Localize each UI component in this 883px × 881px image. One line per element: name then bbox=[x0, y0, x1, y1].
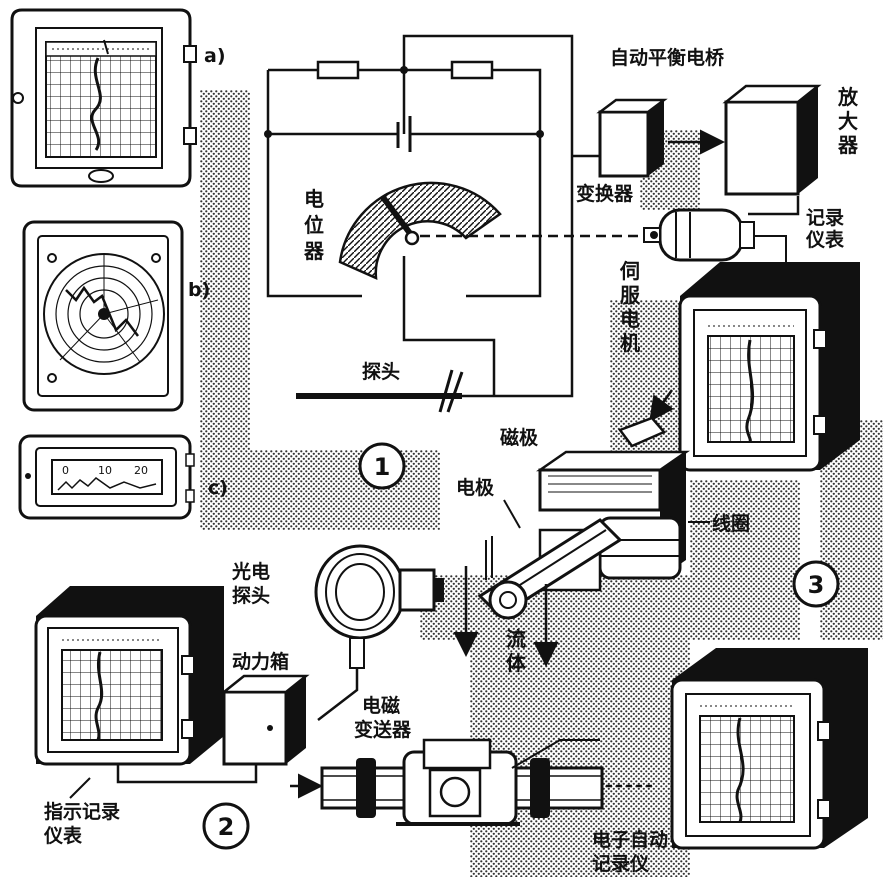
meter-a: a) bbox=[10, 8, 226, 188]
label-potentiometer-1: 电位器 bbox=[303, 187, 325, 263]
panel-tag-c: c) bbox=[208, 477, 228, 499]
section-number-1 bbox=[358, 442, 406, 490]
section-number-3 bbox=[792, 560, 840, 608]
meter-b: b) bbox=[22, 220, 210, 412]
indicator-recorder bbox=[34, 586, 224, 766]
label-servo-motor: 伺服电机 bbox=[619, 259, 641, 355]
power-box bbox=[220, 674, 310, 766]
bridge-circuit bbox=[266, 34, 640, 398]
photo-probe bbox=[314, 544, 444, 721]
label-electrode: 电极 bbox=[456, 476, 495, 499]
section-number-2-text: 2 bbox=[218, 813, 235, 841]
label-amplifier: 放大器 bbox=[837, 85, 859, 157]
meter-c-tick-1: 10 bbox=[98, 464, 112, 477]
bridge-components bbox=[264, 60, 544, 413]
label-auto-bridge: 自动平衡电桥 bbox=[610, 46, 725, 69]
label-converter: 变换器 bbox=[576, 182, 634, 205]
section-number-2 bbox=[202, 802, 250, 850]
label-photo-probe: 光电探头 bbox=[231, 560, 270, 607]
label-fluid: 流体 bbox=[506, 627, 527, 675]
servo-motor bbox=[643, 208, 755, 262]
label-power-box: 动力箱 bbox=[232, 650, 289, 673]
panel-tag-b: b) bbox=[188, 279, 210, 301]
label-indicator-recorder: 指示记录仪表 bbox=[43, 801, 120, 847]
label-electronic-recorder: 电子自动记录仪 bbox=[592, 828, 668, 875]
label-em-transmitter: 电磁变送器 bbox=[354, 694, 412, 741]
background-shading bbox=[200, 90, 883, 877]
section-number-1-text: 1 bbox=[374, 453, 391, 481]
label-coil: 线圈 bbox=[712, 512, 750, 535]
recorder-instrument-top bbox=[678, 262, 860, 472]
converter-box bbox=[596, 98, 668, 178]
wire-amplifier-motor bbox=[748, 196, 800, 216]
amplifier-box bbox=[722, 84, 822, 196]
electronic-recorder bbox=[670, 648, 868, 850]
label-probe: 探头 bbox=[362, 361, 400, 383]
em-transmitter bbox=[320, 738, 604, 826]
meter-c-tick-0: 0 bbox=[62, 464, 69, 477]
meter-c-tick-2: 20 bbox=[134, 464, 148, 477]
section-number-3-text: 3 bbox=[808, 571, 825, 599]
label-magnet-pole: 磁极 bbox=[500, 426, 539, 449]
meter-c: 0 10 20 c) bbox=[18, 434, 228, 520]
panel-tag-a: a) bbox=[204, 45, 226, 67]
label-recorder: 记录仪表 bbox=[805, 207, 845, 251]
flow-magnet bbox=[453, 416, 691, 667]
